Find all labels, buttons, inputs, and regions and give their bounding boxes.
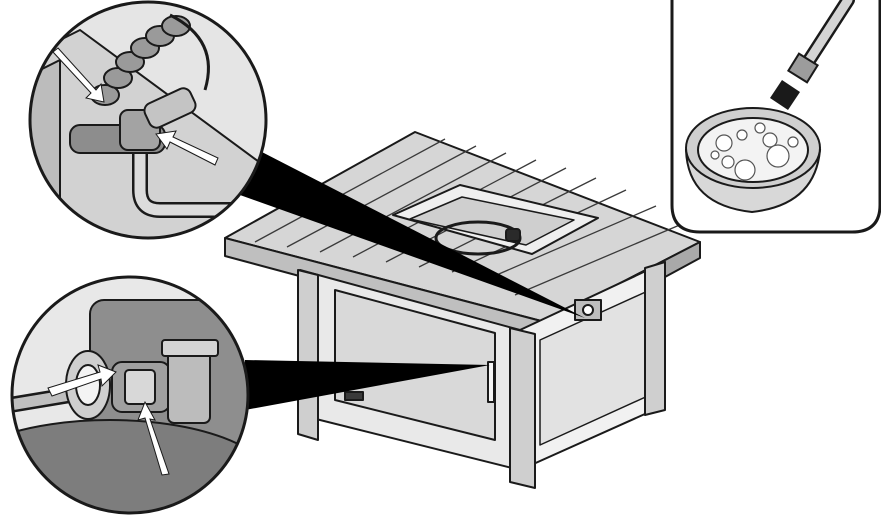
tank-regulator-detail xyxy=(10,275,250,515)
soap-bubbles xyxy=(710,122,799,181)
flex-hose-icon xyxy=(90,15,191,106)
leg-front-right xyxy=(509,327,536,489)
leg-back-right xyxy=(644,261,666,416)
door-latch-icon xyxy=(344,391,364,401)
arrow-icon xyxy=(155,130,219,166)
top-detail-arrows xyxy=(52,47,219,166)
igniter-knob-icon xyxy=(505,228,521,242)
bottom-detail-arrows xyxy=(47,364,170,476)
soapy-water-inset xyxy=(670,0,881,234)
leak-check-brush-icon xyxy=(770,80,800,110)
arrow-icon xyxy=(47,364,117,397)
arrow-icon xyxy=(137,400,170,476)
valve-connection-detail xyxy=(28,0,268,240)
bottom-callout-beam xyxy=(245,360,490,410)
top-callout-beam xyxy=(240,150,585,318)
leg-front-left xyxy=(297,269,319,441)
door-handle-icon xyxy=(487,361,495,403)
brush-ferrule-icon xyxy=(786,52,820,84)
arrow-icon xyxy=(52,47,105,103)
